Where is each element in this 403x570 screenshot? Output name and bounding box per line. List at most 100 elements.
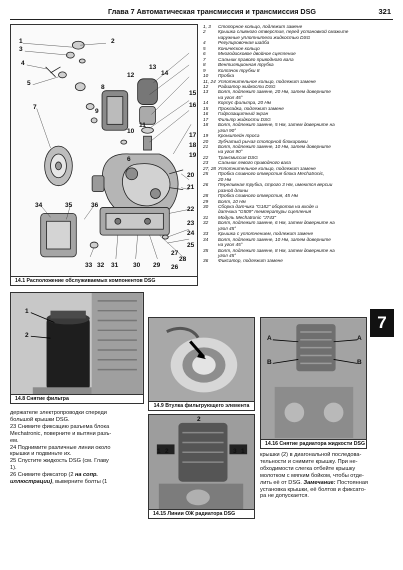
figure-filter-removal: 1 2 14.8 Снятие фильтра [10, 292, 144, 404]
legend-number: 10 [203, 73, 209, 79]
text-line: 24 Поднимите различные линии около [10, 444, 111, 451]
legend-text: Колпачок трубки 8 [218, 67, 260, 73]
legend-text: Многодисковое двойное сцепление [218, 51, 296, 57]
legend-number: 11, 24 [203, 78, 216, 84]
legend-number: 33 [203, 231, 209, 237]
text-emphasis: на сопр. [75, 472, 98, 479]
legend-text: угол 90° [218, 127, 237, 133]
legend-number: 9 [203, 67, 206, 73]
callout-7: 7 [33, 104, 37, 111]
legend-text: Регулировочная шайба [218, 40, 270, 46]
legend-text: Крышка с уплотнением, подлежит замене [218, 231, 314, 237]
legend-row: угол 90° [203, 128, 393, 133]
lines-callout-1a: 1 [157, 448, 161, 455]
filter-photo [11, 293, 143, 403]
text-emphasis: иллюстрации) [10, 479, 53, 486]
legend-text: Уплотнительное кольцо, подлежит замене [218, 165, 316, 171]
legend-text: Уплотнительное кольцо, подлежит замене [218, 78, 316, 84]
legend-text: Сальник правого приводного вала [218, 56, 294, 62]
figure-caption: 14.1 Расположение обслуживаемых компонен… [11, 276, 197, 285]
figure-caption: 14.8 Снятие фильтра [11, 394, 143, 403]
legend-number: 2 [203, 29, 206, 35]
chapter-title: Глава 7 Автоматическая трансмиссия и тра… [108, 7, 317, 16]
callout-23: 23 [187, 220, 195, 227]
legend-row: 6 Многодисковое двойное сцепление [203, 51, 393, 56]
text-line: 26 Снимите фиксатор (2 на сопр. [10, 472, 144, 478]
legend-text: Сальник левого приводного вала [218, 160, 292, 166]
legend-text: Сборка датчика "G182" оборотов на входе … [218, 203, 318, 209]
legend-text: угол 45° [218, 253, 237, 259]
legend-text: на угол 45° [218, 242, 243, 248]
text-line: держателе электропроводки спереди [10, 410, 107, 416]
cooler-callout-b-left: B [267, 359, 272, 366]
legend-number: 26 [203, 182, 209, 188]
callout-3: 3 [19, 46, 23, 53]
legend-text: Модуль Mechatronic "J743" [218, 214, 277, 220]
text-line: тельности и снимите крышку. При не- [260, 458, 358, 465]
legend-text: Вентиляционная трубка [218, 62, 274, 68]
legend-text: Переливная трубка, строго 3 Нм, имеются … [218, 182, 333, 188]
legend-text: Фильтр жидкости DSG [218, 116, 271, 122]
callout-6: 6 [127, 156, 131, 163]
callout-27: 27 [171, 250, 179, 257]
legend-text: угол 45° [218, 225, 237, 231]
callout-13: 13 [149, 64, 157, 71]
legend-row: угол 45° [203, 226, 393, 231]
page-number: 321 [378, 7, 391, 16]
legend-row: 9 Колпачок трубки 8 [203, 68, 393, 73]
legend-number: 35 [203, 247, 209, 253]
legend-row: на угол 90° [203, 149, 393, 154]
legend-text: Гидрозащитный экран [218, 111, 269, 117]
callout-21: 21 [187, 184, 195, 191]
legend-row: 17 Фильтр жидкости DSG [203, 117, 393, 122]
legend-number: 17 [203, 116, 209, 122]
callout-14: 14 [161, 70, 169, 77]
legend-number: 7 [203, 56, 206, 62]
callout-34: 34 [35, 202, 43, 209]
figure-cooler-lines: 2 1 2 3 1 14.15 Линии ОЖ радиатора DSG [148, 414, 255, 519]
callout-19: 19 [189, 152, 197, 159]
legend-number: 22 [203, 154, 209, 160]
legend-row: 16 Гидрозащитный экран [203, 111, 393, 116]
page-header: Глава 7 Автоматическая трансмиссия и тра… [10, 6, 393, 20]
callout-17: 17 [189, 132, 197, 139]
legend-text: Болт, подлежит замене, 10 Нм, затем дове… [218, 143, 331, 149]
text-line: 25 Спустите жидкость DSG (см. Главу [10, 458, 109, 465]
filter-callout-2: 2 [25, 332, 29, 339]
callout-15: 15 [189, 90, 197, 97]
legend-number: 16 [203, 111, 209, 117]
legend-number: 6 [203, 51, 206, 57]
figure-caption: 14.16 Снятие радиатора жидкости DSG [261, 439, 366, 448]
chapter-tab: 7 [370, 309, 394, 337]
legend-number: 18 [203, 122, 209, 128]
lines-callout-3: 3 [233, 448, 237, 455]
callout-22: 22 [187, 206, 195, 213]
callout-29: 29 [153, 262, 161, 269]
legend-number: 27, 28 [203, 165, 217, 171]
legend-row: 33 Крышка с уплотнением, подлежит замене [203, 231, 393, 236]
figure-cooler-removal: A A B B 14.16 Снятие радиатора жидкости … [260, 317, 367, 449]
legend-number: 30 [203, 203, 209, 209]
legend-text: Пробка сливного отверстия блока Mechatro… [218, 171, 325, 177]
legend-text: Крышка сливного отверстия, перед установ… [218, 29, 349, 35]
callout-33: 33 [85, 262, 93, 269]
callout-35: 35 [65, 202, 73, 209]
callout-36: 36 [91, 202, 99, 209]
callout-12: 12 [127, 72, 135, 79]
callout-11: 11 [139, 122, 146, 129]
